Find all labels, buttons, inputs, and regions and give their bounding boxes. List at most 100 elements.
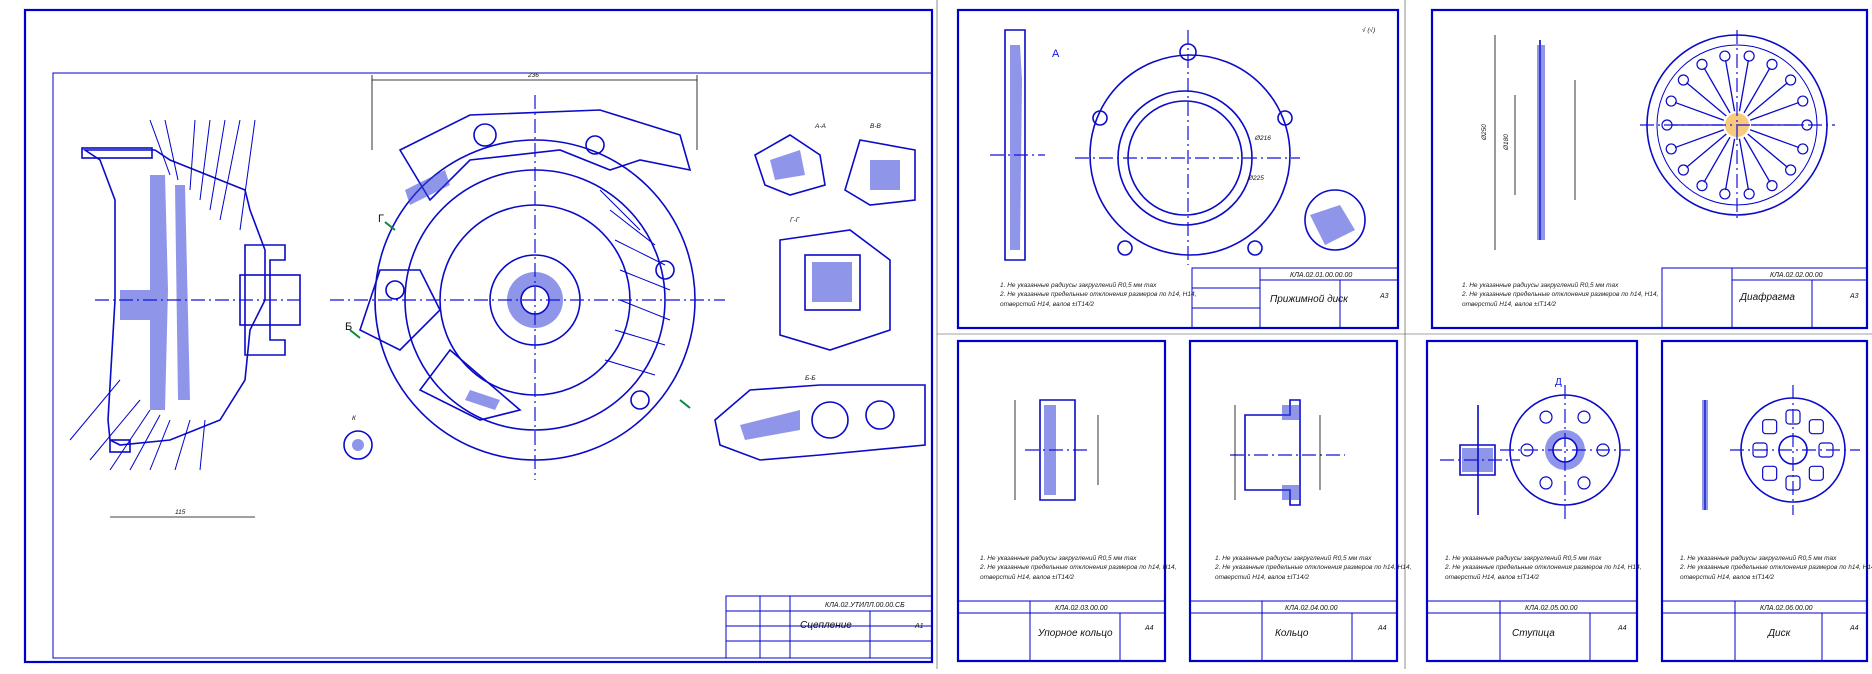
- diaphragm-finger: [1686, 82, 1727, 117]
- drawing-area: [52, 72, 933, 659]
- assembly-front-view: 236 Б Г К: [330, 72, 725, 480]
- view-label-b: Б: [345, 321, 352, 333]
- finger-hole: [1696, 58, 1708, 70]
- hub-sheet: Д 1. Не указанные радиусы закруглений R0…: [1425, 339, 1642, 663]
- finger-hole: [1766, 180, 1778, 192]
- finger-hole: [1696, 180, 1708, 192]
- title-block: КЛА.02.05.00.00 Ступица А4: [1426, 600, 1638, 662]
- diaphragm-finger: [1703, 136, 1731, 183]
- svg-text:отверстий H14, валов ±IT14/2: отверстий H14, валов ±IT14/2: [1215, 573, 1309, 581]
- hub-window: [1539, 476, 1553, 490]
- tech-note-2: 2. Не указанные предельные отклонения ра…: [999, 290, 1197, 298]
- title-block-sheet: А3: [1379, 293, 1389, 300]
- dimension-overall-width: 236: [527, 72, 539, 79]
- finger-hole: [1797, 95, 1809, 107]
- title-block-sheet: А4: [1377, 625, 1387, 632]
- svg-text:1. Не указанные радиусы закруг: 1. Не указанные радиусы закруглений R0,5…: [1462, 281, 1619, 289]
- title-block-title: Сцепление: [800, 620, 852, 631]
- diaphragm-fingers: [1661, 50, 1813, 200]
- finger-hole: [1797, 143, 1809, 155]
- finger-hole: [1743, 188, 1755, 200]
- finger-hole: [1719, 188, 1731, 200]
- title-block-title: Диск: [1767, 628, 1792, 639]
- diaphragm-profile: Ø250 Ø180: [1481, 35, 1576, 250]
- diaphragm-finger: [1738, 59, 1750, 112]
- svg-text:A: A: [1052, 48, 1060, 60]
- diaphragm-finger: [1743, 67, 1771, 114]
- title-block-title: Упорное кольцо: [1037, 628, 1113, 639]
- disk-window: [1762, 465, 1778, 481]
- view-label-g: Г: [378, 213, 384, 225]
- tech-note-3: отверстий H14, валов ±IT14/2: [1000, 300, 1094, 308]
- tech-note-1: 1. Не указанные радиусы закруглений R0,5…: [1000, 281, 1157, 289]
- title-block: КЛА.02.01.00.00.00 Прижимной диск А3: [1191, 267, 1399, 329]
- assembly-sheet: 115 236: [23, 8, 934, 664]
- title-block: КЛА.02.УТИЛЛ.00.00.СБ Сцепление А1: [725, 595, 933, 659]
- section-label-bb: Б-Б: [805, 375, 816, 382]
- diaphragm-finger: [1724, 138, 1736, 191]
- title-block-code: КЛА.02.УТИЛЛ.00.00.СБ: [825, 602, 905, 609]
- disk-sheet: 1. Не указанные радиусы закруглений R0,5…: [1660, 339, 1872, 663]
- svg-text:отверстий H14, валов ±IT14/2: отверстий H14, валов ±IT14/2: [1445, 573, 1539, 581]
- diaphragm-finger: [1749, 101, 1800, 121]
- title-block-code: КЛА.02.02.00.00: [1770, 272, 1823, 279]
- roughness-mark: √ (√): [1362, 26, 1375, 34]
- diaphragm-front-view: [1640, 30, 1835, 220]
- finger-hole: [1719, 50, 1731, 62]
- view-label-d: Д: [1555, 377, 1562, 388]
- finger-hole: [1677, 164, 1689, 176]
- section-label-gg: Г-Г: [790, 217, 800, 224]
- title-block: КЛА.02.03.00.00 Упорное кольцо А4: [957, 600, 1166, 662]
- finger-hole: [1785, 164, 1797, 176]
- pressure-disk-profile: A: [990, 29, 1060, 261]
- svg-text:1. Не указанные радиусы закруг: 1. Не указанные радиусы закруглений R0,5…: [1215, 554, 1372, 562]
- title-block-sheet: А1: [914, 623, 924, 630]
- svg-text:отверстий H14, валов ±IT14/2: отверстий H14, валов ±IT14/2: [1680, 573, 1774, 581]
- diaphragm-finger: [1747, 82, 1788, 117]
- title-block-code: КЛА.02.01.00.00.00: [1290, 272, 1352, 279]
- hub-window: [1577, 410, 1591, 424]
- title-block-sheet: А3: [1849, 293, 1859, 300]
- svg-text:2. Не указанные предельные отк: 2. Не указанные предельные отклонения ра…: [1444, 563, 1642, 571]
- diaphragm-finger: [1749, 129, 1800, 149]
- section-label-v: В-В: [870, 123, 882, 130]
- disk-window: [1762, 419, 1778, 435]
- svg-text:2. Не указанные предельные отк: 2. Не указанные предельные отклонения ра…: [1679, 563, 1872, 571]
- assembly-detail-sections: А-А В-В Г-Г Б-Б: [714, 123, 926, 461]
- finger-hole: [1677, 74, 1689, 86]
- title-block-code: КЛА.02.06.00.00: [1760, 605, 1813, 612]
- hub-window: [1577, 476, 1591, 490]
- section-label-a: А-А: [814, 123, 826, 130]
- svg-text:отверстий H14, валов ±IT14/2: отверстий H14, валов ±IT14/2: [1462, 300, 1556, 308]
- svg-text:2. Не указанные предельные отк: 2. Не указанные предельные отклонения ра…: [1461, 290, 1659, 298]
- disk-window: [1808, 465, 1824, 481]
- title-block-sheet: А4: [1617, 625, 1627, 632]
- view-label-k: К: [352, 415, 357, 422]
- svg-text:Ø225: Ø225: [1247, 175, 1264, 182]
- diaphragm-finger: [1703, 67, 1731, 114]
- title-block: КЛА.02.04.00.00 Кольцо А4: [1189, 600, 1398, 662]
- sheet-frame: [956, 8, 1400, 330]
- sheet-frame: [1430, 8, 1869, 330]
- thrust-ring-sheet: 1. Не указанные радиусы закруглений R0,5…: [956, 339, 1177, 663]
- diaphragm-finger: [1743, 136, 1771, 183]
- diaphragm-finger: [1747, 133, 1788, 168]
- title-block-title: Диафрагма: [1739, 291, 1795, 303]
- svg-text:1. Не указанные радиусы закруг: 1. Не указанные радиусы закруглений R0,5…: [1680, 554, 1837, 562]
- pressure-disk-front-view: Ø216 Ø225: [1075, 30, 1300, 265]
- assembly-section-view: 115: [69, 119, 301, 518]
- svg-text:отверстий H14, валов ±IT14/2: отверстий H14, валов ±IT14/2: [980, 573, 1074, 581]
- dimension-d: Ø216: [1254, 135, 1271, 142]
- title-block-sheet: А4: [1849, 625, 1859, 632]
- title-block-code: КЛА.02.03.00.00: [1055, 605, 1108, 612]
- svg-text:Ø180: Ø180: [1503, 134, 1510, 151]
- svg-text:2. Не указанные предельные отк: 2. Не указанные предельные отклонения ра…: [979, 563, 1177, 571]
- finger-hole: [1766, 58, 1778, 70]
- diaphragm-finger: [1686, 133, 1727, 168]
- title-block: КЛА.02.02.00.00 Диафрагма А3: [1661, 267, 1868, 329]
- title-block-title: Прижимной диск: [1270, 294, 1349, 305]
- title-block-code: КЛА.02.04.00.00: [1285, 605, 1338, 612]
- svg-text:1. Не указанные радиусы закруг: 1. Не указанные радиусы закруглений R0,5…: [1445, 554, 1602, 562]
- diaphragm-finger: [1674, 129, 1725, 149]
- finger-hole: [1785, 74, 1797, 86]
